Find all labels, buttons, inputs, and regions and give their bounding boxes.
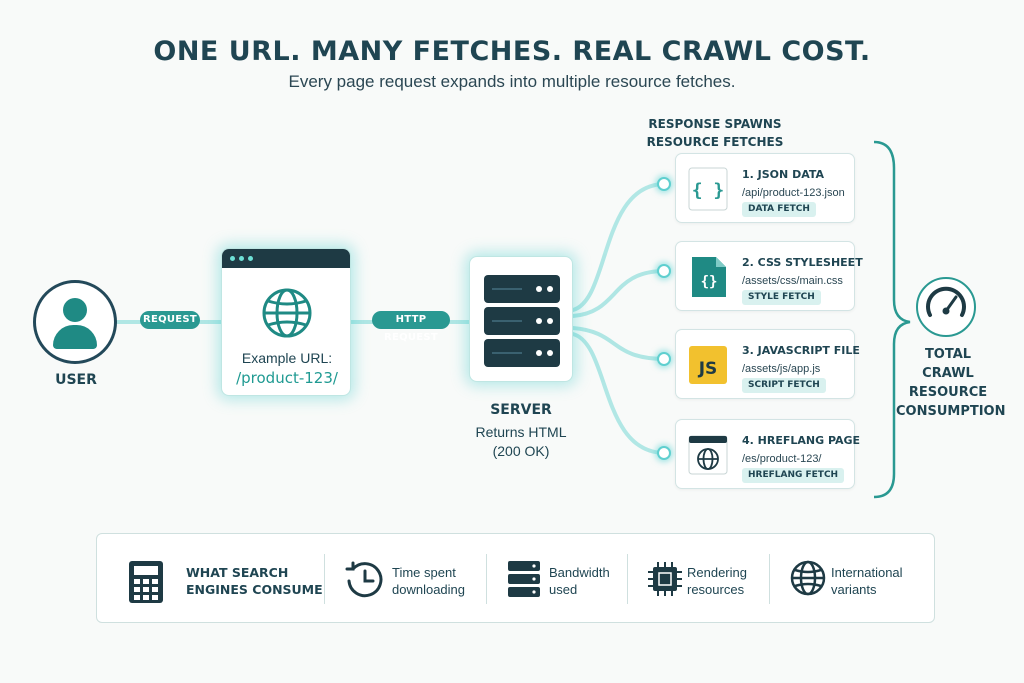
css-file-icon: {} bbox=[692, 257, 726, 297]
server-stack-icon bbox=[508, 561, 540, 597]
consume-item-international: International variants bbox=[789, 534, 929, 624]
consume-item-rendering: Rendering resources bbox=[647, 534, 777, 624]
user-label: USER bbox=[55, 372, 97, 388]
page-title: ONE URL. MANY FETCHES. REAL CRAWL COST. bbox=[153, 36, 871, 67]
fetch-path: /es/product-123/ bbox=[742, 453, 822, 465]
total-bracket bbox=[873, 140, 911, 499]
user-avatar-icon bbox=[33, 280, 117, 364]
fetch-card-hreflang: 4. HREFLANG PAGE /es/product-123/ HREFLA… bbox=[675, 419, 860, 489]
fetch-tag: HREFLANG FETCH bbox=[742, 468, 845, 483]
globe-page-icon bbox=[688, 435, 728, 475]
server-label: SERVER bbox=[490, 402, 552, 418]
svg-text:{ }: { } bbox=[692, 180, 725, 201]
server-status: (200 OK) bbox=[492, 443, 550, 459]
json-braces-icon: { } bbox=[688, 167, 728, 211]
fetch-title: 2. CSS STYLESHEET bbox=[742, 256, 863, 269]
fetch-title: 4. HREFLANG PAGE bbox=[742, 434, 861, 447]
divider bbox=[627, 554, 628, 604]
browser-title-bar bbox=[222, 249, 350, 268]
gauge-icon bbox=[916, 277, 976, 337]
consumption-panel: WHAT SEARCH ENGINES CONSUME Time spent d… bbox=[96, 533, 935, 623]
svg-text:JS: JS bbox=[698, 359, 718, 379]
cpu-chip-icon bbox=[648, 562, 682, 596]
consume-item-time: Time spent downloading bbox=[344, 534, 484, 624]
fetch-title: 1. JSON DATA bbox=[742, 168, 825, 181]
fetch-node bbox=[657, 446, 671, 460]
fetch-path: /assets/js/app.js bbox=[742, 363, 821, 375]
fetch-tag: DATA FETCH bbox=[742, 202, 816, 217]
request-pill: REQUEST bbox=[140, 311, 200, 329]
page-subtitle: Every page request expands into multiple… bbox=[288, 72, 736, 91]
example-url: /product-123/ bbox=[236, 369, 338, 387]
url-label: Example URL: bbox=[241, 350, 333, 366]
fetch-tag: SCRIPT FETCH bbox=[742, 378, 826, 393]
server-returns-html: Returns HTML bbox=[475, 424, 567, 440]
server-fetch-1-connector bbox=[571, 182, 667, 312]
fetch-card-js: JS 3. JAVASCRIPT FILE /assets/js/app.js … bbox=[675, 329, 860, 399]
server-icon bbox=[469, 256, 573, 382]
http-request-pill: HTTP REQUEST bbox=[372, 311, 450, 343]
browser-window: Example URL: /product-123/ bbox=[221, 248, 351, 396]
globe-icon bbox=[262, 288, 312, 338]
fetch-node bbox=[657, 352, 671, 366]
what-search-engines-consume: WHAT SEARCH ENGINES CONSUME bbox=[127, 534, 327, 624]
fetch-card-json: { } 1. JSON DATA /api/product-123.json D… bbox=[675, 153, 855, 223]
js-icon: JS bbox=[689, 346, 727, 384]
clock-icon bbox=[345, 561, 383, 598]
divider bbox=[769, 554, 770, 604]
svg-text:{}: {} bbox=[701, 274, 718, 290]
divider bbox=[324, 554, 325, 604]
fetch-node bbox=[657, 264, 671, 278]
fetch-node bbox=[657, 177, 671, 191]
server-fetch-2-connector bbox=[571, 269, 667, 318]
server-fetch-3-connector bbox=[571, 326, 667, 361]
globe-icon bbox=[790, 560, 826, 596]
divider bbox=[486, 554, 487, 604]
fetch-title: 3. JAVASCRIPT FILE bbox=[742, 344, 860, 357]
calculator-icon bbox=[129, 561, 163, 603]
fetch-path: /api/product-123.json bbox=[742, 187, 845, 199]
fetch-tag: STYLE FETCH bbox=[742, 290, 821, 305]
total-crawl-label: TOTAL CRAWL RESOURCE CONSUMPTION bbox=[896, 347, 1006, 419]
fetch-card-css: {} 2. CSS STYLESHEET /assets/css/main.cs… bbox=[675, 241, 863, 311]
server-fetch-4-connector bbox=[571, 332, 667, 455]
spawn-label: RESPONSE SPAWNS RESOURCE FETCHES bbox=[646, 117, 784, 149]
consume-item-bandwidth: Bandwidth used bbox=[507, 534, 637, 624]
fetch-path: /assets/css/main.css bbox=[742, 275, 843, 287]
